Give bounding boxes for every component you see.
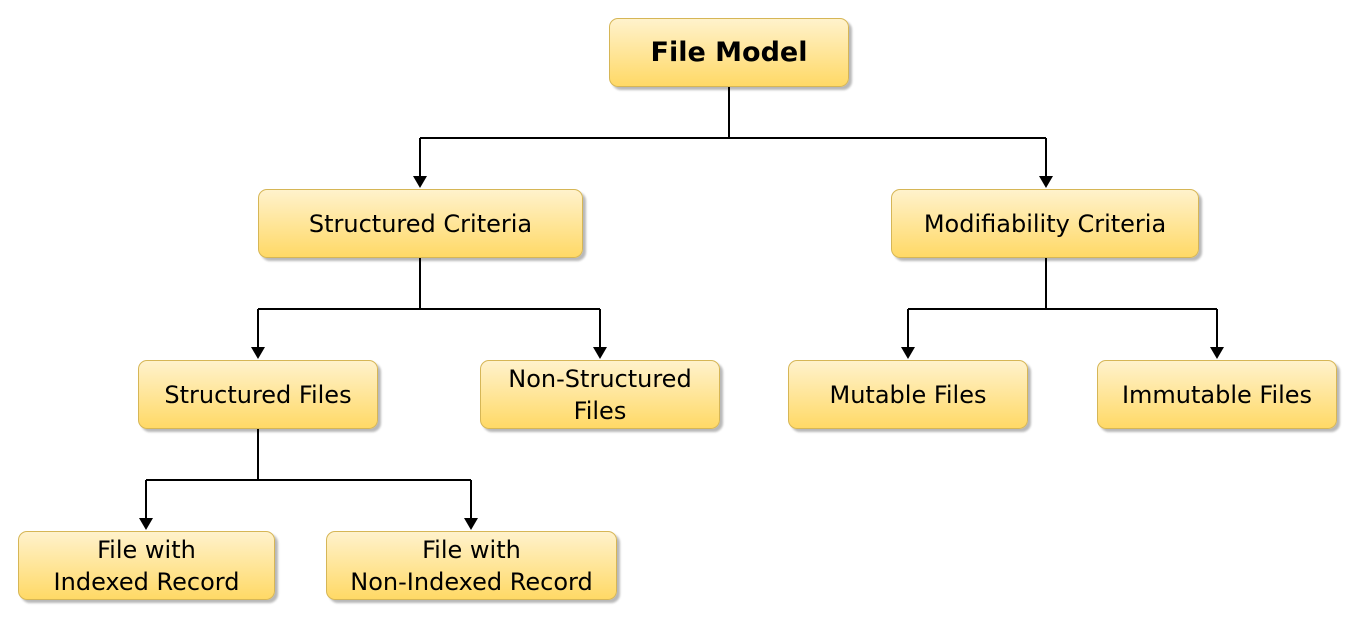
node-non-structured-files-line1: Non-Structured [508,364,692,393]
node-structured-files: Structured Files [138,360,378,429]
node-modifiability-criteria-label: Modifiability Criteria [923,209,1167,238]
node-non-structured-files: Non-Structured Files [480,360,720,429]
arrow-structured-criteria [413,176,427,188]
arrow-structured-files [251,347,265,359]
node-file-non-indexed-record-line1: File with [422,535,521,564]
node-immutable-files-label: Immutable Files [1121,380,1313,409]
node-file-non-indexed-record-line2: Non-Indexed Record [350,567,593,596]
arrow-immutable-files [1210,347,1224,359]
node-immutable-files: Immutable Files [1097,360,1337,429]
node-file-model: File Model [609,18,849,87]
node-file-indexed-record: File with Indexed Record [18,531,275,600]
arrow-modifiability-criteria [1039,176,1053,188]
node-file-indexed-record-line2: Indexed Record [53,567,240,596]
node-mutable-files: Mutable Files [788,360,1028,429]
node-modifiability-criteria: Modifiability Criteria [891,189,1199,258]
arrow-non-indexed-record [464,518,478,530]
arrow-non-structured-files [593,347,607,359]
arrow-indexed-record [139,518,153,530]
arrow-mutable-files [901,347,915,359]
node-structured-criteria: Structured Criteria [258,189,583,258]
node-file-non-indexed-record: File with Non-Indexed Record [326,531,617,600]
node-structured-files-label: Structured Files [164,380,352,409]
node-structured-criteria-label: Structured Criteria [308,209,533,238]
node-file-model-label: File Model [650,36,808,68]
node-file-indexed-record-line1: File with [97,535,196,564]
node-non-structured-files-line2: Files [573,396,627,425]
node-mutable-files-label: Mutable Files [829,380,987,409]
